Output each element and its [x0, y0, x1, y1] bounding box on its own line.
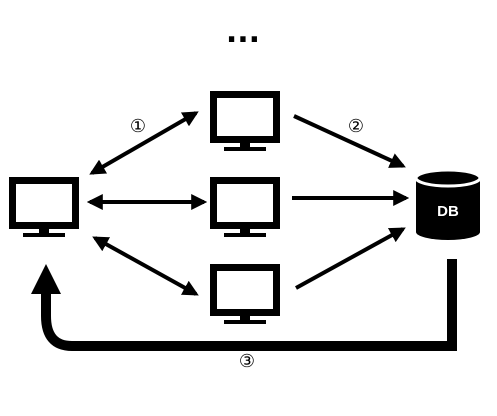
arrow-server-bottom-db [295, 227, 406, 290]
step-1-label: ① [130, 116, 146, 137]
arrow-server-top-db [293, 114, 406, 168]
server-monitor-bottom-icon [210, 264, 280, 324]
arrow-db-return-head [31, 264, 61, 294]
server-monitor-middle-icon [210, 177, 280, 237]
database-label: DB [437, 203, 459, 220]
server-monitor-top-icon [210, 91, 280, 151]
step-2-label: ② [348, 116, 364, 137]
step-3-label: ③ [239, 351, 255, 372]
ellipsis: ... [226, 15, 260, 50]
client-monitor-icon [9, 177, 79, 237]
arrow-client-server-top [89, 111, 199, 175]
database-cylinder-icon [414, 168, 482, 240]
arrow-db-return-to-client [41, 259, 457, 351]
arrow-client-server-bottom [92, 236, 199, 296]
